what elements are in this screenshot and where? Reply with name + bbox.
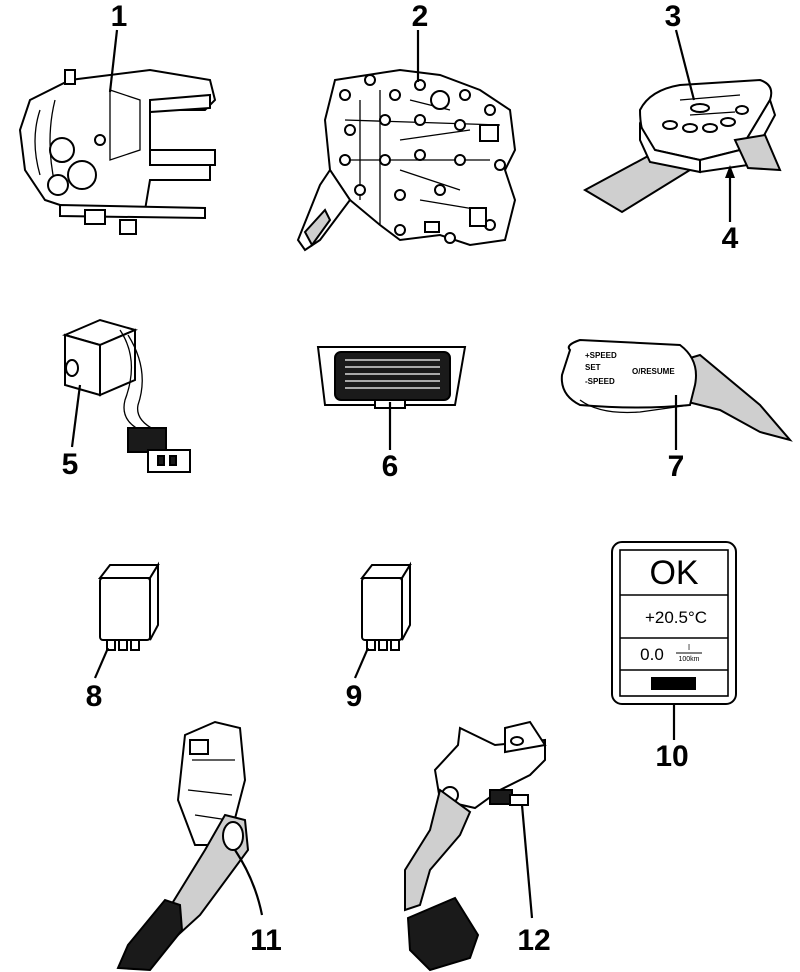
display-temperature: +20.5°C: [645, 608, 707, 627]
component-10-display: OK +20.5°C 0.0 l 100km: [611, 541, 737, 705]
callout-2: 2: [412, 0, 429, 33]
lever-text-line3: O/RESUME: [632, 367, 675, 376]
display-bar: [651, 677, 696, 690]
callout-9: 9: [346, 680, 363, 713]
lever-text-line1: +SPEED: [585, 351, 617, 360]
component-7-cruise-lever: [560, 338, 793, 442]
lever-text-line4: -SPEED: [585, 377, 615, 386]
callout-7: 7: [668, 450, 685, 483]
leader-lines: [70, 29, 735, 919]
display-status: OK: [649, 554, 698, 592]
display-unit-top: l: [688, 643, 690, 652]
callout-11: 11: [250, 924, 282, 957]
callout-5: 5: [62, 448, 79, 481]
callout-6: 6: [382, 450, 399, 483]
component-6-control-unit: [316, 346, 467, 409]
component-3-gear-selector: [582, 78, 782, 214]
component-5-solenoid: [62, 318, 191, 473]
display-unit-bottom: 100km: [678, 656, 699, 663]
callout-3: 3: [665, 0, 682, 33]
component-2-valve-body: [296, 68, 517, 252]
callout-4: 4: [722, 222, 739, 255]
component-11-accelerator-pedal: [116, 720, 250, 972]
component-1-control-housing: [18, 68, 217, 235]
callout-numbers: 1 2 3 4 5 6 7 8 9 10 11 12: [62, 0, 739, 957]
component-9-relay: [359, 561, 412, 651]
display-consumption: 0.0: [640, 645, 664, 664]
lever-text-line2: SET: [585, 363, 601, 372]
callout-12: 12: [517, 924, 550, 957]
callout-8: 8: [86, 680, 103, 713]
lever-text: +SPEED SET O/RESUME -SPEED: [585, 351, 675, 386]
component-12-brake-pedal: [404, 720, 547, 972]
component-8-relay: [97, 561, 160, 651]
callout-10: 10: [655, 740, 688, 773]
callout-1: 1: [111, 0, 128, 33]
